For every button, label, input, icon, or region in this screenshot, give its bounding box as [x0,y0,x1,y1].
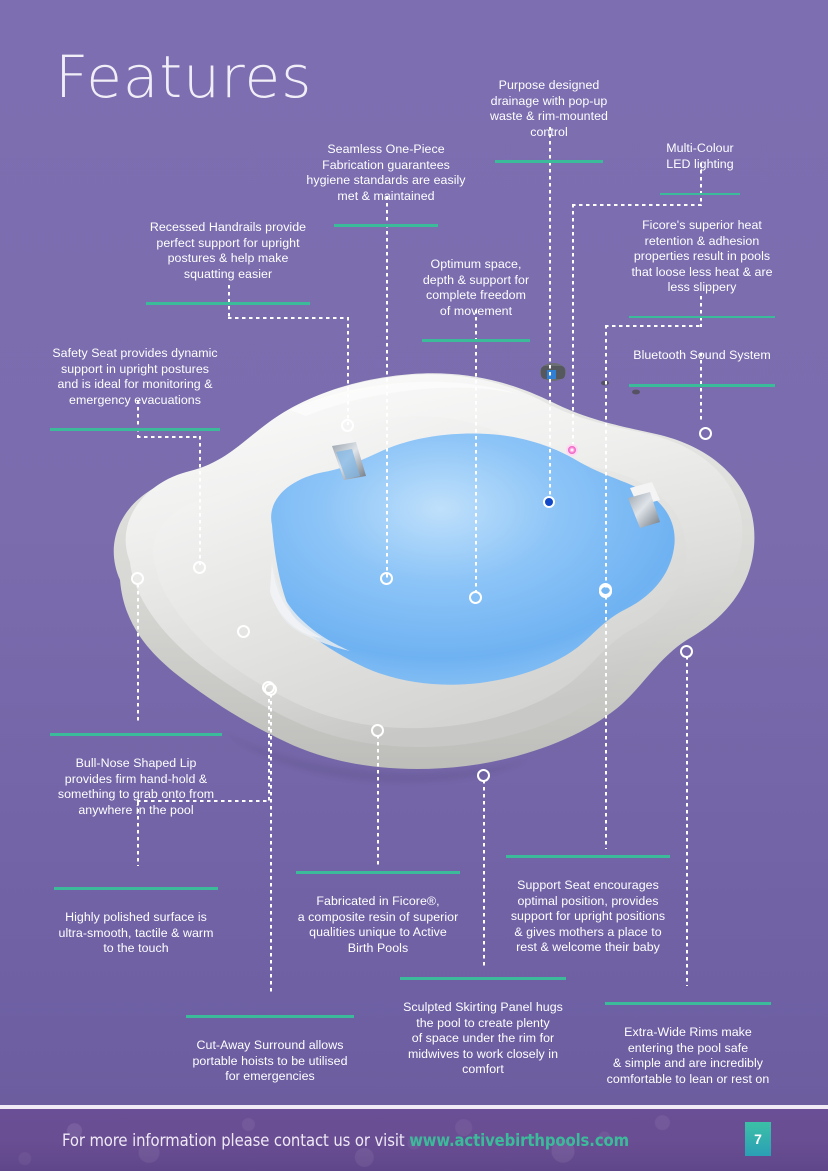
leader-extrawide [686,656,688,986]
pool-illustration [60,330,780,810]
leader-cutaway [270,694,272,993]
callout-sculpted-skirting-panel: Sculpted Skirting Panel hugs the pool to… [398,962,568,1093]
footer-divider [0,1105,828,1109]
callout-rule [506,855,670,858]
callout-bull-nose-lip: Bull-Nose Shaped Lip provides firm hand-… [40,718,232,833]
callout-seamless-fabrication: Seamless One-Piece Fabrication guarantee… [300,127,472,242]
marker-bullnose-lip [131,572,144,585]
marker-skirting-panel [477,769,490,782]
leader-handrails-h [228,317,349,319]
marker-safety-seat [193,561,206,574]
leader-fabricated [377,735,379,867]
leader-handrails-v2 [347,317,349,425]
marker-fabricated-ficore [371,724,384,737]
page-number-badge: 7 [745,1122,771,1156]
leader-bluetooth-v1 [700,353,702,421]
marker-handrail-left [341,419,354,432]
footer-bar [0,1109,828,1171]
marker-cutaway-surround [264,683,277,696]
leader-led-v2 [572,204,574,450]
callout-rule [50,733,222,736]
rim-control-knob [540,363,566,381]
callout-rule [605,1002,771,1005]
marker-support-seat [599,585,612,598]
leader-polished-v2 [268,692,270,802]
callout-support-seat: Support Seat encourages optimal position… [505,840,671,971]
callout-rule [495,160,603,163]
callout-extra-wide-rims: Extra-Wide Rims make entering the pool s… [600,987,776,1102]
marker-bluetooth [699,427,712,440]
footer-contact-prefix: For more information please contact us o… [62,1131,410,1150]
leader-bullnose [137,584,139,724]
leader-optimum-space [475,310,477,592]
callout-rule [54,887,218,890]
leader-safety-v2 [199,436,201,565]
callout-highly-polished-surface: Highly polished surface is ultra-smooth,… [38,872,234,972]
callout-rule [334,224,438,227]
leader-polished-v1 [137,802,139,866]
leader-safety-v1 [137,400,139,438]
handrail-left [328,434,366,480]
leader-led-h [572,204,702,206]
leader-seamless [386,196,388,578]
page-title: Features [55,43,313,111]
callout-rule [660,192,740,196]
callout-rule [186,1015,354,1018]
callout-rule [400,977,566,980]
callout-rule [422,339,530,342]
marker-extrawide-rim [680,645,693,658]
leader-safety-h [137,436,201,438]
marker-seamless [380,572,393,585]
callout-rule [50,428,220,431]
leader-handrails-v1 [228,285,230,319]
callout-rule [296,871,460,874]
leader-skirting [483,780,485,966]
footer-contact-text: For more information please contact us o… [62,1131,629,1150]
handrail-right [628,482,660,528]
marker-drain [543,496,555,508]
callout-safety-seat: Safety Seat provides dynamic support in … [45,331,225,446]
callout-optimum-space: Optimum space, depth & support for compl… [414,242,538,357]
leader-ficore-h [605,325,702,327]
leader-ficore-v1 [700,296,702,327]
callout-recessed-handrails: Recessed Handrails provide perfect suppo… [140,205,316,320]
callout-bluetooth-sound-system: Bluetooth Sound System [627,333,777,402]
footer-website-link[interactable]: www.activebirthpools.com [409,1131,630,1150]
leader-ficore-v2 [605,325,607,589]
marker-rim-secondary [237,625,250,638]
callout-rule [146,302,310,305]
marker-optimum-space [469,591,482,604]
callout-multi-colour-led: Multi-Colour LED lighting [645,126,755,211]
callout-rule [629,315,775,319]
callout-fabricated-in-ficore: Fabricated in Ficore®, a composite resin… [288,856,468,971]
marker-led-light [566,444,578,456]
leader-purpose-drainage [549,127,551,501]
callout-purpose-drainage: Purpose designed drainage with pop-up wa… [481,63,617,178]
callout-cut-away-surround: Cut-Away Surround allows portable hoists… [180,1000,360,1100]
callout-ficore-heat-retention: Ficore's superior heat retention & adhes… [627,203,777,334]
callout-rule [629,384,775,387]
leader-polished-h [137,800,270,802]
leader-led-v1 [700,163,702,206]
leader-support-seat [605,596,607,849]
